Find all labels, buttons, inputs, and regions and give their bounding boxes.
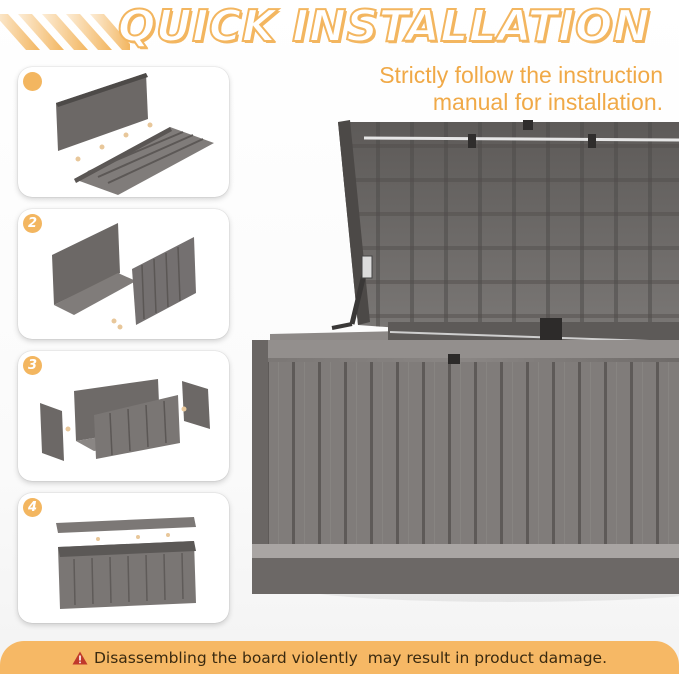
headline: QUICK INSTALLATION	[117, 0, 651, 53]
step-card-3: 3	[18, 351, 229, 481]
instruction-note: Strictly follow the instruction manual f…	[323, 62, 663, 116]
step-1-illustration	[56, 73, 214, 195]
step-3-illustration	[40, 379, 210, 461]
step-card-4: 4	[18, 493, 229, 623]
warning-text: Disassembling the board violently may re…	[93, 648, 608, 667]
instruction-line-1: Strictly follow the instruction	[379, 62, 663, 88]
header-stripes	[0, 0, 130, 50]
step-1-badge	[23, 72, 42, 91]
warning-triangle-icon	[72, 651, 88, 665]
instruction-line-2: manual for installation.	[432, 89, 663, 115]
step-4-badge: 4	[23, 498, 42, 517]
step-4-illustration	[56, 517, 196, 609]
step-card-2: 2	[18, 209, 229, 339]
step-card-1	[18, 67, 229, 197]
step-2-illustration	[52, 223, 196, 330]
step-3-badge: 3	[23, 356, 42, 375]
warning-message: Disassembling the board violently may re…	[0, 641, 679, 674]
warning-bar: Disassembling the board violently may re…	[0, 641, 679, 674]
deck-box-open-illustration	[240, 110, 679, 610]
step-2-badge: 2	[23, 214, 42, 233]
